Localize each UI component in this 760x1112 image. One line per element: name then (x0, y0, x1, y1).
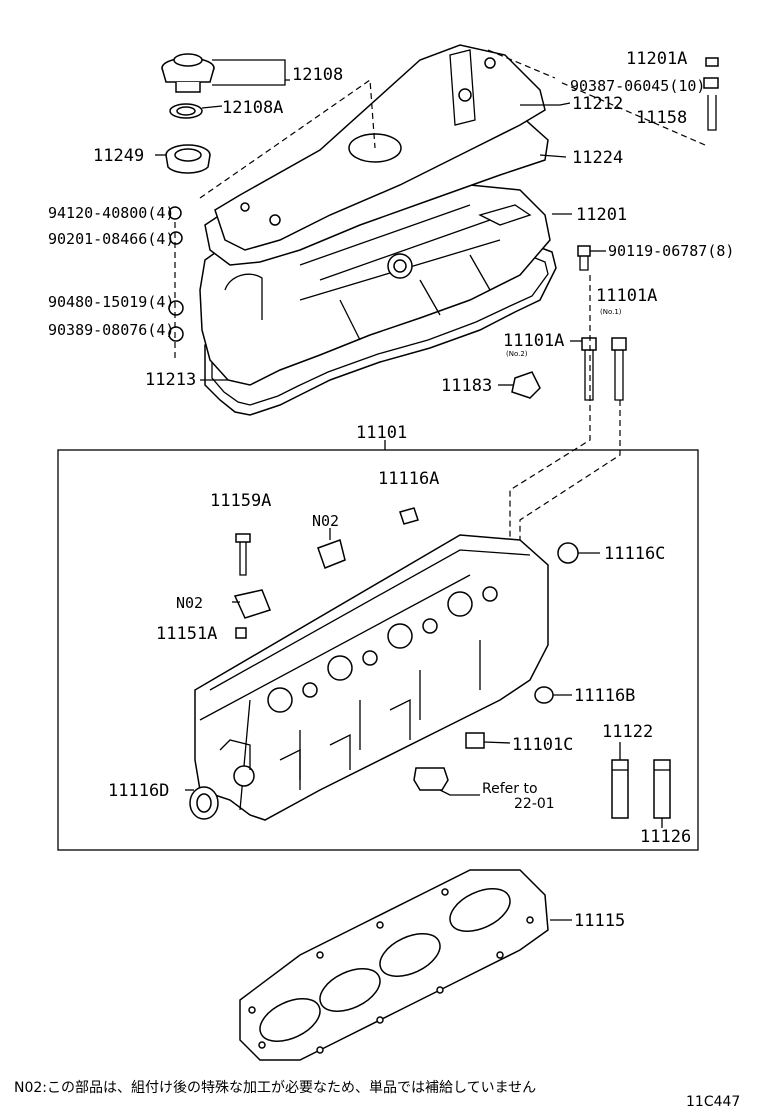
label-no1: (No.1) (600, 308, 622, 316)
spacer-block (511, 371, 541, 399)
leader-lines (155, 59, 663, 921)
label-11249: 11249 (93, 146, 144, 166)
label-n02-upper: N02 (312, 512, 339, 530)
label-11224: 11224 (572, 148, 623, 168)
label-11212: 11212 (572, 94, 623, 114)
cover-plate-upper (214, 44, 546, 251)
label-11115: 11115 (574, 911, 625, 931)
label-no2: (No.2) (506, 350, 528, 358)
label-11116c: 11116C (604, 544, 665, 564)
label-refer-to: Refer to (482, 781, 538, 797)
oil-filler-cap-gasket (169, 103, 203, 119)
label-94120-40800: 94120-40800(4) (48, 204, 174, 222)
label-90480-15019: 90480-15019(4) (48, 293, 174, 311)
footnote-n02: N02:この部品は、組付け後の特殊な加工が必要なため、単品では補給していません (14, 1080, 536, 1096)
label-11101a-no2: 11101A (503, 331, 564, 351)
label-11201a: 11201A (626, 49, 687, 69)
label-11122: 11122 (602, 722, 653, 742)
label-11201: 11201 (576, 205, 627, 225)
oil-seal (165, 144, 211, 174)
label-12108: 12108 (292, 65, 343, 85)
label-11101: 11101 (356, 423, 407, 443)
label-11159a: 11159A (210, 491, 271, 511)
grommet-parts (168, 206, 184, 342)
label-90201-08466: 90201-08466(4) (48, 230, 174, 248)
cylinder-head (194, 534, 549, 821)
label-90387-06045: 90387-06045(10) (570, 77, 705, 95)
diagram-code: 11C447 (686, 1094, 740, 1110)
label-11116d: 11116D (108, 781, 169, 801)
label-11101a-no1: 11101A (596, 286, 657, 306)
label-11116a: 11116A (378, 469, 439, 489)
label-11158: 11158 (636, 108, 687, 128)
label-11213: 11213 (145, 370, 196, 390)
label-90389-08076: 90389-08076(4) (48, 321, 174, 339)
cover-bolts (577, 57, 719, 401)
cylinder-head-gasket (239, 869, 549, 1061)
label-90119-06787: 90119-06787(8) (608, 242, 734, 260)
label-12108a: 12108A (222, 98, 283, 118)
label-11126: 11126 (640, 827, 691, 847)
label-11183: 11183 (441, 376, 492, 396)
oil-filler-cap (161, 53, 215, 93)
part-labels: 12108 12108A 11249 94120-40800(4) 90201-… (48, 49, 734, 931)
cylinder-head-subassembly-frame (57, 449, 699, 851)
label-n02-lower: N02 (176, 594, 203, 612)
label-refer-page: 22-01 (514, 796, 555, 812)
label-11151a: 11151A (156, 624, 217, 644)
head-small-parts (189, 507, 671, 820)
label-11101c: 11101C (512, 735, 573, 755)
label-11116b: 11116B (574, 686, 635, 706)
